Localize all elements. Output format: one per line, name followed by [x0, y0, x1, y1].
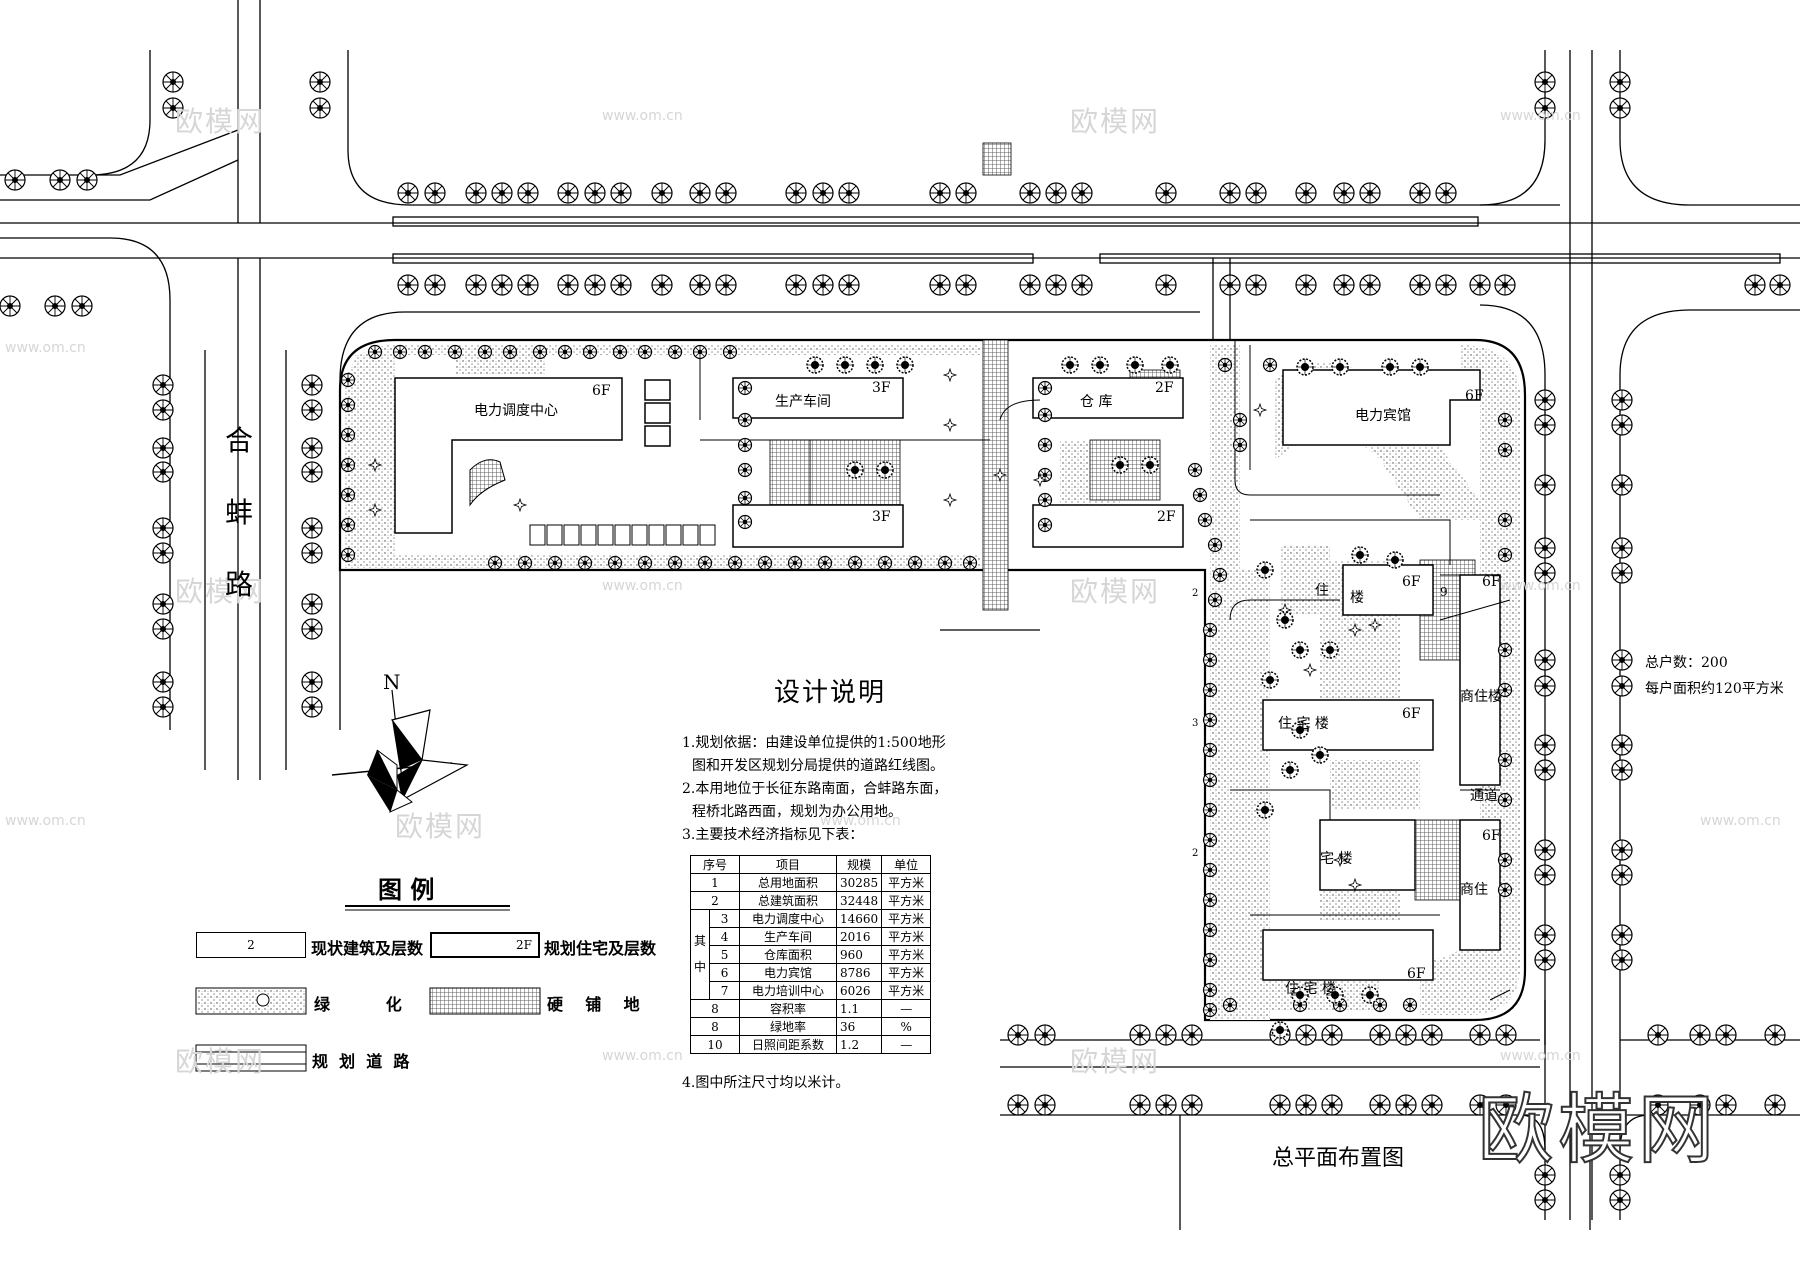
watermark-url: www.om.cn [1700, 813, 1781, 829]
legend-swatch-planned: 2F [430, 932, 540, 958]
legend-label-planned: 规划住宅及层数 [544, 939, 657, 958]
table-row: 2 总建筑面积 32448 平方米 [690, 891, 932, 910]
floor-label: 6F [1402, 574, 1421, 590]
table-header: 序号 [690, 855, 740, 874]
legend-label-road: 规 划 道 路 [312, 1052, 410, 1071]
building-label-residential: 宅 楼 [1320, 851, 1353, 867]
legend-label-existing: 现状建筑及层数 [311, 939, 424, 958]
floor-label: 6F [592, 383, 611, 399]
road-name-hebeng: 合 蚌 路 [225, 424, 254, 601]
watermark-url: www.om.cn [5, 813, 86, 829]
watermark-brand: 欧模网 [1070, 1045, 1161, 1078]
building-label-workshop: 生产车间 [775, 394, 831, 410]
design-note: 图和开发区规划分局提供的道路红线图。 [692, 758, 944, 774]
building-label-residential: 住 [1315, 583, 1329, 599]
watermark-brand: 欧模网 [395, 810, 486, 843]
table-row: 1 总用地面积 30285 平方米 [690, 873, 932, 892]
watermark-brand: 欧模网 [175, 1045, 266, 1078]
watermark-url: www.om.cn [602, 108, 683, 124]
watermark-brand: 欧模网 [175, 105, 266, 138]
table-row: 10 日照间距系数 1.2 — [690, 1035, 932, 1054]
floor-label: 3F [872, 380, 891, 396]
table-row: 8 容积率 1.1 — [690, 999, 932, 1018]
building-label-residential: 楼 [1350, 590, 1364, 606]
dimension-label: 2 [1192, 848, 1199, 859]
design-note: 4.图中所注尺寸均以米计。 [682, 1075, 850, 1091]
building-label-residential: 住 宅 楼 [1278, 716, 1329, 732]
building-label-commercial: 商住楼 [1460, 689, 1502, 705]
legend-label-paving: 硬 铺 地 [547, 995, 640, 1014]
floor-label: 3F [872, 509, 891, 525]
building-label-hotel: 电力宾馆 [1355, 408, 1411, 424]
legend-swatch-existing: 2 [196, 932, 306, 958]
watermark-url: www.om.cn [1500, 578, 1581, 594]
building-label-dispatch: 电力调度中心 [474, 403, 558, 419]
building-label-commercial: 商住 [1460, 882, 1488, 898]
watermark-url: www.om.cn [602, 578, 683, 594]
passage-label: 通道 [1470, 788, 1498, 804]
table-header: 单位 [881, 855, 932, 874]
legend-swatch-value: 2F [516, 938, 532, 952]
table-header: 项目 [739, 855, 837, 874]
table-row: 其 中 3 电力调度中心 14660 平方米 [689, 909, 932, 1000]
table-group-label: 其 中 [689, 909, 711, 1000]
dimension-label: 2 [1192, 588, 1199, 599]
indicators-table: 序号 项目 规模 单位 1 总用地面积 30285 平方米 2 总建筑面积 32… [689, 855, 932, 1054]
table-header: 规模 [835, 855, 883, 874]
watermark-brand: 欧模网 [1070, 575, 1161, 608]
dimension-label: 3 [1192, 718, 1199, 729]
legend-swatch-value: 2 [247, 938, 255, 952]
floor-label: 2F [1157, 509, 1176, 525]
table-row: 8 绿地率 36 % [690, 1017, 932, 1036]
table-row: 7 电力培训中心 6026 平方米 [691, 981, 932, 1000]
design-notes-title: 设计说明 [774, 678, 887, 708]
floor-label: 6F [1482, 828, 1501, 844]
watermark-url: www.om.cn [5, 340, 86, 356]
table-header-row: 序号 项目 规模 单位 [690, 855, 932, 874]
table-row: 4 生产车间 2016 平方米 [691, 927, 932, 946]
households-count: 总户数：200 [1645, 655, 1728, 671]
north-arrow [331, 689, 469, 813]
drawing-title: 总平面布置图 [1272, 1146, 1405, 1171]
building-label-residential: 住 宅 楼 [1285, 981, 1336, 997]
floor-label: 6F [1465, 388, 1484, 404]
design-note: 程桥北路西面，规划为办公用地。 [692, 804, 902, 820]
floor-label: 2F [1155, 380, 1174, 396]
building-label-warehouse: 仓 库 [1080, 394, 1113, 410]
floor-label: 6F [1407, 966, 1426, 982]
legend-title: 图 例 [378, 875, 435, 904]
design-note: 2.本用地位于长征东路南面，合蚌路东面， [682, 781, 948, 797]
design-note: 3.主要技术经济指标见下表： [682, 827, 864, 843]
watermark-brand: 欧模网 [175, 575, 266, 608]
table-row: 5 仓库面积 960 平方米 [691, 945, 932, 964]
watermark-url: www.om.cn [1500, 108, 1581, 124]
dimension-label: 9 [1440, 585, 1448, 599]
table-row: 6 电力宾馆 8786 平方米 [691, 963, 932, 982]
watermark-url: www.om.cn [820, 813, 901, 829]
watermark-url: www.om.cn [1500, 1048, 1581, 1064]
area-per-household: 每户面积约120平方米 [1645, 681, 1784, 697]
floor-label: 6F [1402, 706, 1421, 722]
design-note: 1.规划依据：由建设单位提供的1:500地形 [682, 735, 946, 751]
design-notes: 1.规划依据：由建设单位提供的1:500地形 图和开发区规划分局提供的道路红线图… [682, 732, 947, 847]
watermark-logo: 欧模网 [1477, 1084, 1718, 1175]
watermark-brand: 欧模网 [1070, 105, 1161, 138]
floor-label: 6F [1482, 574, 1501, 590]
watermark-url: www.om.cn [602, 1048, 683, 1064]
north-label: N [383, 670, 401, 694]
legend-label-green: 绿 化 [314, 995, 402, 1014]
